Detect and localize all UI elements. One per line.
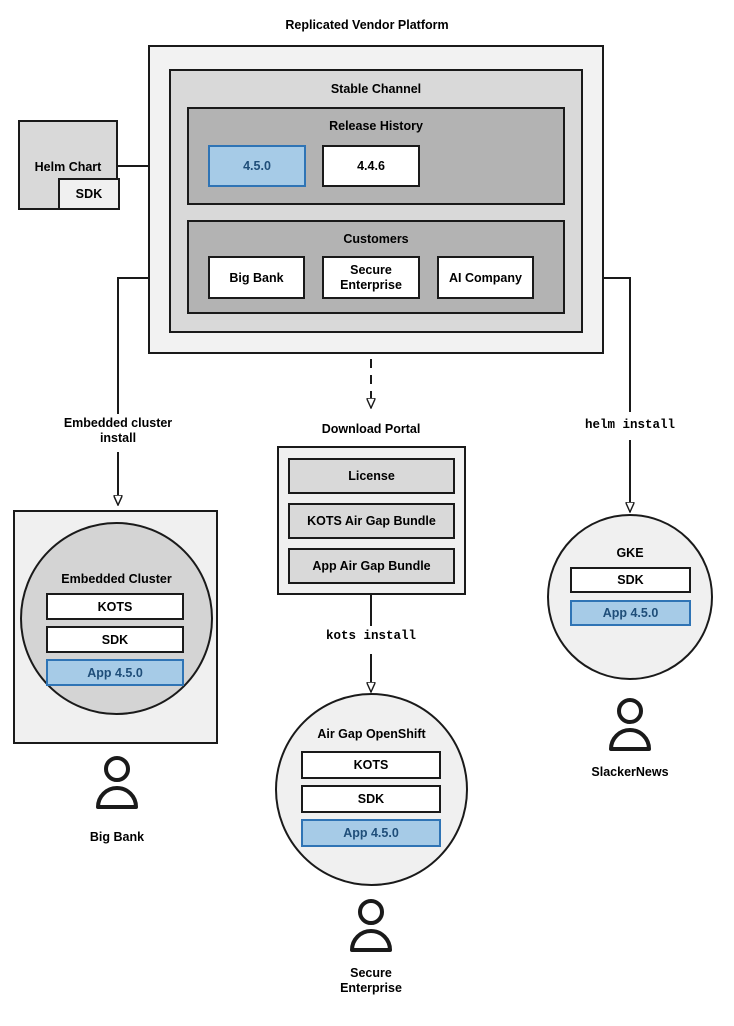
release-version-4-4-6-label: 4.4.6 [357, 159, 385, 173]
download-portal-title: Download Portal [321, 422, 421, 436]
customer-secure-enterprise[interactable]: Secure Enterprise [322, 256, 420, 299]
persona-label-slackernews: SlackerNews [591, 765, 669, 779]
persona-label-line2: Enterprise [340, 981, 402, 995]
air-gap-openshift-component-app[interactable]: App 4.5.0 [301, 819, 441, 847]
persona-icon-big-bank [96, 756, 138, 809]
download-portal-artifact-app-airgap[interactable]: App Air Gap Bundle [288, 548, 455, 584]
download-portal-artifact-app-airgap-label: App Air Gap Bundle [312, 559, 431, 573]
download-portal-artifact-license-label: License [348, 469, 395, 483]
linux-vm-component-app[interactable]: App 4.5.0 [46, 659, 184, 686]
linux-vm-component-kots[interactable]: KOTS [46, 593, 184, 620]
air-gap-openshift-component-sdk-label: SDK [357, 792, 385, 806]
persona-label-secure-enterprise: Secure Enterprise [291, 966, 451, 996]
helm-chart-label: Helm Chart [34, 160, 102, 174]
customers-label: Customers [343, 232, 409, 246]
air-gap-openshift-component-kots-label: KOTS [353, 758, 389, 772]
stable-channel-label: Stable Channel [330, 82, 422, 96]
persona-label-big-bank: Big Bank [89, 830, 145, 844]
customer-ai-company-label: AI Company [449, 270, 522, 285]
edge-gap-left [110, 278, 127, 505]
release-version-4-5-0-label: 4.5.0 [243, 159, 271, 173]
customer-big-bank[interactable]: Big Bank [208, 256, 305, 299]
air-gap-openshift-component-app-label: App 4.5.0 [343, 826, 399, 840]
release-history-label: Release History [329, 119, 423, 133]
customer-secure-enterprise-label: Secure Enterprise [340, 262, 402, 292]
linux-vm-component-kots-label: KOTS [97, 599, 133, 614]
edge-label-line2: install [99, 431, 137, 445]
persona-icon-secure-enterprise [350, 899, 392, 952]
persona-label-line1: Secure [350, 966, 392, 980]
release-version-4-4-6[interactable]: 4.4.6 [322, 145, 420, 187]
diagram-title: Replicated Vendor Platform [285, 18, 449, 32]
embedded-cluster-title: Embedded Cluster [61, 572, 172, 586]
download-portal-artifact-kots-airgap[interactable]: KOTS Air Gap Bundle [288, 503, 455, 539]
persona-icon-slackernews [609, 698, 651, 751]
download-portal-artifact-kots-airgap-label: KOTS Air Gap Bundle [307, 514, 436, 528]
gke-circle: GKE [547, 514, 713, 680]
edge-label-line1: Embedded cluster [63, 416, 173, 430]
linux-vm-component-sdk[interactable]: SDK [46, 626, 184, 653]
gke-component-sdk[interactable]: SDK [570, 567, 691, 593]
gke-component-sdk-label: SDK [617, 573, 644, 587]
customer-ai-company[interactable]: AI Company [437, 256, 534, 299]
air-gap-openshift-title: Air Gap OpenShift [317, 727, 426, 741]
customer-big-bank-label: Big Bank [229, 270, 284, 285]
linux-vm-component-app-label: App 4.5.0 [87, 665, 143, 680]
air-gap-openshift-component-sdk[interactable]: SDK [301, 785, 441, 813]
gke-title: GKE [616, 546, 644, 560]
edge-label-embedded-cluster-install: Embedded cluster install [38, 416, 198, 446]
gke-component-app-label: App 4.5.0 [602, 606, 659, 620]
linux-vm-component-sdk-label: SDK [101, 632, 129, 647]
release-version-4-5-0[interactable]: 4.5.0 [208, 145, 306, 187]
air-gap-openshift-component-kots[interactable]: KOTS [301, 751, 441, 779]
helm-chart-sdk-box[interactable]: SDK [58, 178, 120, 210]
edge-label-helm-install: helm install [584, 418, 675, 432]
edge-label-kots-install: kots install [325, 629, 416, 643]
helm-chart-sdk-label: SDK [75, 186, 103, 201]
gke-component-app[interactable]: App 4.5.0 [570, 600, 691, 626]
download-portal-artifact-license[interactable]: License [288, 458, 455, 494]
